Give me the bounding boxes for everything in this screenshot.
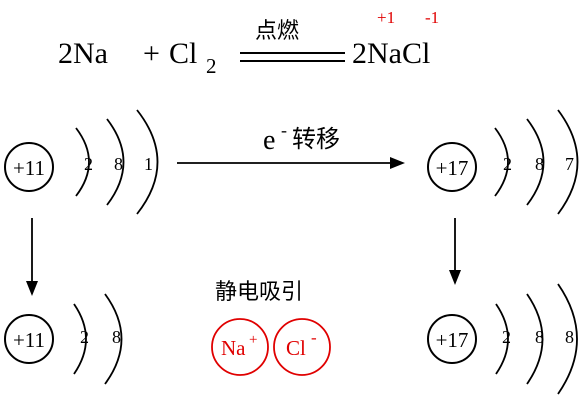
sodium-atom-shell-3	[136, 109, 159, 215]
sodium-ion-shell-count-2: 8	[112, 327, 121, 347]
sodium-ion-charge: +11	[13, 328, 45, 352]
electron-charge: -	[281, 120, 287, 140]
chloride-ion-badge	[273, 318, 331, 376]
chloride-ion: +17 2 8 8	[427, 283, 578, 395]
sodium-down-arrowhead	[26, 281, 38, 296]
chlorine-atom-shell-count-2: 8	[535, 154, 544, 174]
transfer-arrowhead	[390, 157, 405, 169]
chlorine-subscript: 2	[206, 54, 217, 78]
product-sodium-chloride: 2NaCl	[352, 37, 430, 70]
sodium-ion-badge	[211, 318, 269, 376]
transfer-label: 转移	[292, 125, 340, 153]
chloride-ion-shell-2	[526, 293, 544, 385]
chloride-ion-shell-3	[557, 283, 578, 395]
sodium-ion-symbol: Na	[221, 336, 246, 360]
sodium-ion-shell-1	[73, 303, 87, 375]
chlorine-atom-shell-count-1: 2	[503, 154, 512, 174]
sodium-ion-shell-count-1: 2	[80, 327, 89, 347]
electron-transfer: e - 转移	[177, 120, 405, 169]
sodium-atom-shell-count-1: 2	[84, 154, 93, 174]
reactant-chlorine: Cl	[169, 37, 197, 70]
reaction-condition: 点燃	[255, 19, 299, 44]
sodium-ion: +11 2 8	[4, 293, 123, 385]
ionization-arrow-chlorine	[449, 218, 461, 285]
sodium-atom-shell-count-3: 1	[144, 154, 153, 174]
chlorine-atom-charge: +17	[436, 156, 469, 180]
chloride-ion-shell-count-1: 2	[502, 327, 511, 347]
reactant-sodium: 2Na	[58, 37, 108, 70]
sodium-atom-shell-1	[75, 127, 90, 197]
chloride-ion-nucleus	[427, 314, 477, 364]
chloride-ion-shell-1	[495, 303, 509, 375]
chlorine-atom-nucleus	[427, 142, 477, 192]
chlorine-atom-shell-count-3: 7	[565, 154, 574, 174]
sodium-ion-symbol-charge: +	[249, 332, 257, 348]
chloride-ion-shell-count-2: 8	[535, 327, 544, 347]
chloride-ion-shell-count-3: 8	[565, 327, 574, 347]
chlorine-atom-shell-1	[494, 127, 509, 197]
chloride-ion-symbol: Cl	[286, 336, 306, 360]
sodium-ion-shell-2	[104, 293, 123, 385]
sodium-atom-charge: +11	[13, 156, 45, 180]
valence-sodium: +1	[377, 8, 395, 27]
sodium-atom-nucleus	[4, 142, 54, 192]
sodium-ion-nucleus	[4, 314, 54, 364]
attraction-label: 静电吸引	[215, 280, 303, 305]
chemical-equation: 2Na + Cl 2 点燃 2NaCl +1 -1	[58, 8, 439, 78]
plus-sign: +	[143, 37, 160, 70]
electrostatic-attraction: 静电吸引 Na + Cl -	[211, 280, 331, 376]
chloride-ion-charge: +17	[436, 328, 469, 352]
chlorine-atom-shell-3	[557, 109, 579, 215]
valence-chlorine: -1	[425, 8, 439, 27]
chlorine-atom: +17 2 8 7	[427, 109, 579, 215]
ionization-arrow-sodium	[26, 218, 38, 296]
sodium-atom-shell-2	[106, 118, 125, 206]
sodium-atom-shell-count-2: 8	[114, 154, 123, 174]
chlorine-atom-shell-2	[526, 118, 545, 206]
electron-symbol: e	[263, 125, 275, 156]
chloride-ion-symbol-charge: -	[311, 328, 317, 347]
chlorine-down-arrowhead	[449, 270, 461, 285]
sodium-atom: +11 2 8 1	[4, 109, 159, 215]
